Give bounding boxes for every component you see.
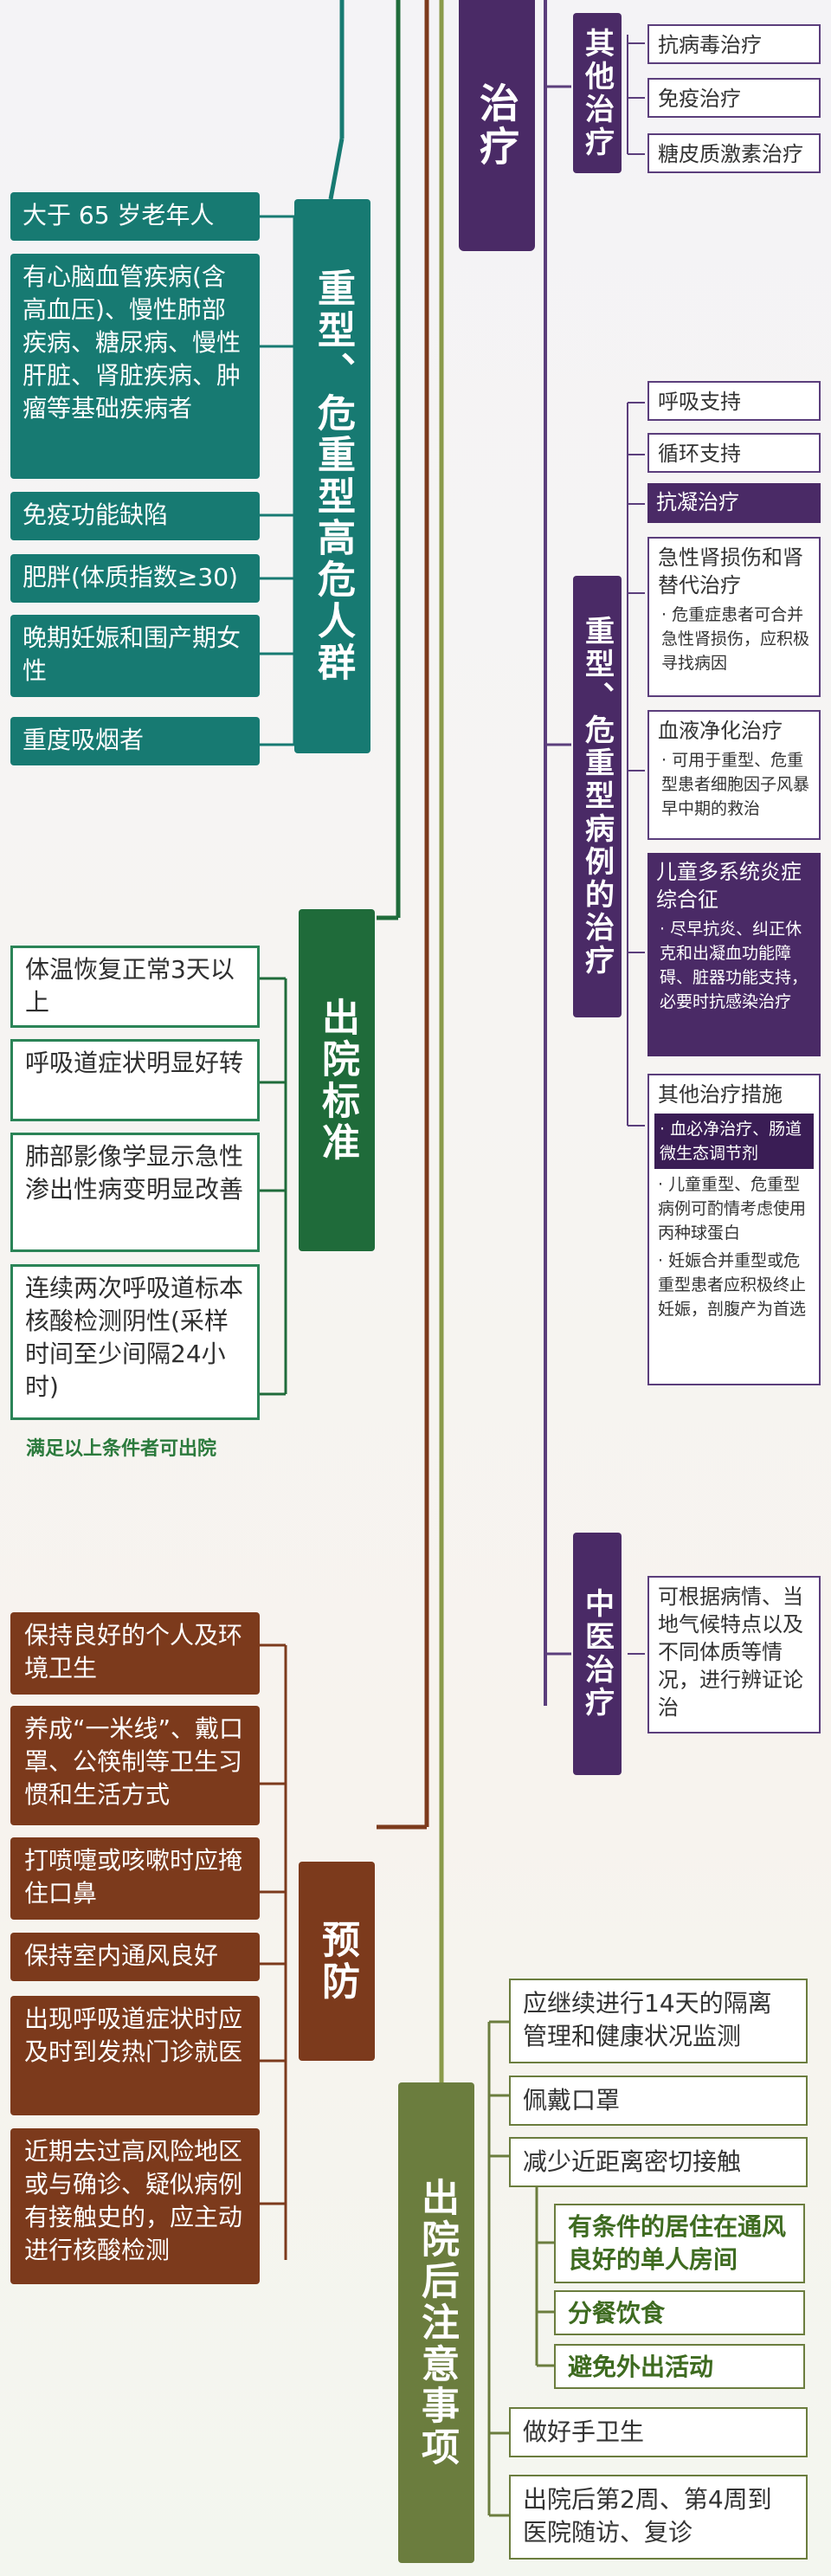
other-treatment-label: 其他治疗 — [573, 13, 622, 173]
high-risk-item: 大于 65 岁老年人 — [10, 192, 260, 241]
severe-item-mis-c: 儿童多系统炎症综合征 · 尽早抗炎、纠正休克和出凝血功能障碍、脏器功能支持，必要… — [647, 853, 821, 1056]
other-treatment-item: 免疫治疗 — [647, 78, 821, 118]
severe-item-mis-c-note: · 尽早抗炎、纠正休克和出凝血功能障碍、脏器功能支持，必要时抗感染治疗 — [660, 920, 808, 1011]
severe-treatment-label: 重型、危重型病例的治疗 — [573, 576, 622, 1017]
tcm-treatment-text: 可根据病情、当地气候特点以及不同体质等情况，进行辨证论治 — [647, 1576, 821, 1733]
severe-item-blood-purification-label: 血液净化治疗 — [658, 719, 783, 743]
high-risk-item: 有心脑血管疾病(含高血压)、慢性肺部疾病、糖尿病、慢性肝脏、肾脏疾病、肿瘤等基础… — [10, 254, 260, 479]
prevention-item: 养成“一米线”、戴口罩、公筷制等卫生习惯和生活方式 — [10, 1706, 260, 1825]
prevention-title: 预防 — [299, 1862, 375, 2061]
after-discharge-title: 出院后注意事项 — [398, 2082, 474, 2563]
after-item: 出院后第2周、第4周到医院随访、复诊 — [509, 2475, 808, 2560]
discharge-item: 连续两次呼吸道标本核酸检测阴性(采样时间至少间隔24小时) — [10, 1264, 260, 1420]
prevention-item: 近期去过高风险地区或与确诊、疑似病例有接触史的，应主动进行核酸检测 — [10, 2128, 260, 2284]
severe-item-other-note: · 血必净治疗、肠道微生态调节剂 — [654, 1114, 814, 1169]
severe-item-blood-purification: 血液净化治疗 · 可用于重型、危重型患者细胞因子风暴早中期的救治 — [647, 710, 821, 840]
after-item: 减少近距离密切接触 — [509, 2137, 808, 2187]
discharge-item: 体温恢复正常3天以上 — [10, 946, 260, 1028]
prevention-item: 保持室内通风良好 — [10, 1933, 260, 1981]
prevention-item: 打喷嚏或咳嗽时应掩住口鼻 — [10, 1837, 260, 1920]
high-risk-title: 重型、危重型高危人群 — [294, 199, 370, 753]
prevention-item: 保持良好的个人及环境卫生 — [10, 1612, 260, 1695]
discharge-note: 满足以上条件者可出院 — [26, 1438, 217, 1460]
severe-item-anticoagulation: 抗凝治疗 — [647, 483, 821, 523]
other-treatment-item: 抗病毒治疗 — [647, 24, 821, 64]
severe-item-circulation: 循环支持 — [647, 433, 821, 473]
severe-item-kidney-note: · 危重症患者可合并急性肾损伤，应积极寻找病因 — [661, 605, 810, 673]
severe-item-mis-c-label: 儿童多系统炎症综合征 — [656, 860, 802, 912]
treatment-title: 治疗 — [459, 0, 535, 251]
severe-item-blood-purification-note: · 可用于重型、危重型患者细胞因子风暴早中期的救治 — [661, 751, 810, 818]
tcm-treatment-label: 中医治疗 — [573, 1533, 622, 1775]
severe-item-other-measures-label: 其他治疗措施 — [658, 1082, 783, 1107]
after-sub-item: 避免外出活动 — [554, 2344, 805, 2389]
other-treatment-item: 糖皮质激素治疗 — [647, 133, 821, 173]
severe-item-other-note: · 儿童重型、危重型病例可酌情考虑使用丙种球蛋白 — [658, 1175, 807, 1243]
discharge-item: 肺部影像学显示急性渗出性病变明显改善 — [10, 1133, 260, 1252]
discharge-item: 呼吸道症状明显好转 — [10, 1039, 260, 1121]
prevention-item: 出现呼吸道症状时应及时到发热门诊就医 — [10, 1996, 260, 2115]
high-risk-item: 肥胖(体质指数≥30) — [10, 554, 260, 603]
high-risk-item: 免疫功能缺陷 — [10, 492, 260, 540]
severe-item-kidney-label: 急性肾损伤和肾替代治疗 — [658, 546, 803, 597]
after-item: 佩戴口罩 — [509, 2076, 808, 2126]
severe-item-kidney: 急性肾损伤和肾替代治疗 · 危重症患者可合并急性肾损伤，应积极寻找病因 — [647, 537, 821, 697]
discharge-title: 出院标准 — [299, 909, 375, 1251]
after-sub-item: 分餐饮食 — [554, 2290, 805, 2335]
high-risk-item: 晚期妊娠和围产期女性 — [10, 615, 260, 697]
after-item: 应继续进行14天的隔离管理和健康状况监测 — [509, 1979, 808, 2063]
after-sub-item: 有条件的居住在通风良好的单人房间 — [554, 2204, 805, 2283]
severe-item-other-note: · 妊娠合并重型或危重型患者应积极终止妊娠，剖腹产为首选 — [658, 1251, 807, 1319]
severe-item-other-measures: 其他治疗措施 · 血必净治疗、肠道微生态调节剂 · 儿童重型、危重型病例可酌情考… — [647, 1074, 821, 1385]
after-item: 做好手卫生 — [509, 2407, 808, 2457]
high-risk-item: 重度吸烟者 — [10, 717, 260, 765]
severe-item-respiratory: 呼吸支持 — [647, 381, 821, 421]
